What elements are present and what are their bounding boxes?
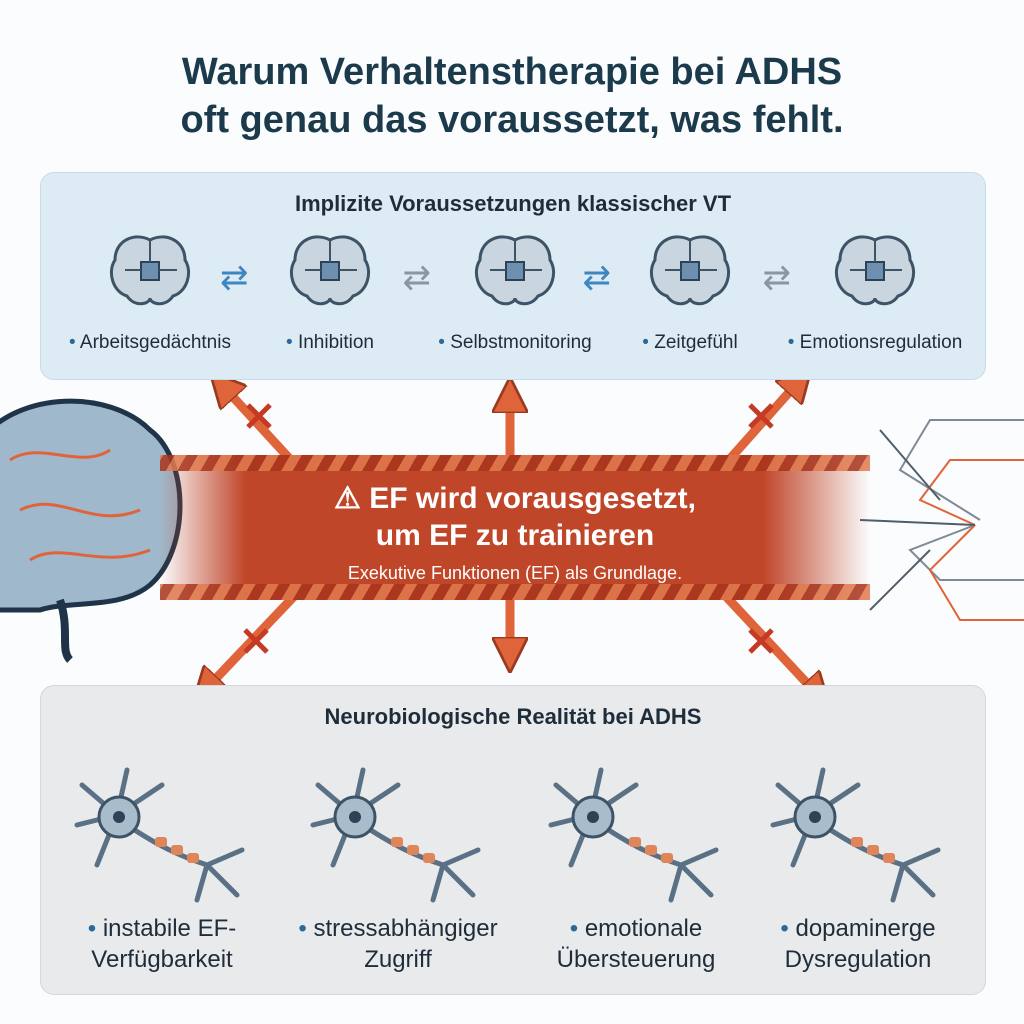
- neuron-icon: [52, 755, 272, 905]
- cross-icon: [246, 403, 272, 429]
- prerequisite-item: • Selbstmonitoring: [415, 232, 615, 354]
- prerequisite-item: • Arbeitsgedächtnis: [50, 232, 250, 354]
- cycle-arrows-icon: ⇄: [582, 259, 612, 297]
- warning-banner: ⚠ EF wird vorausgesetzt, um EF zu traini…: [160, 455, 870, 600]
- prerequisites-panel: Implizite Voraussetzungen klassischer VT: [40, 172, 986, 380]
- brain-illustration: [0, 398, 183, 663]
- prerequisite-item: • Zeitgefühl: [590, 232, 790, 354]
- cycle-arrows-icon: ⇄: [402, 259, 432, 297]
- warning-icon: ⚠: [334, 482, 361, 515]
- cross-icon: [243, 628, 269, 654]
- neuro-item: • instabile EF-Verfügbarkeit: [52, 755, 272, 975]
- brain-clock-icon: [590, 232, 790, 312]
- circuit-illustration: [859, 419, 1024, 621]
- brain-heart-scale-icon: [775, 232, 975, 312]
- prerequisite-item: • Inhibition: [230, 232, 430, 354]
- page-title: Warum Verhaltenstherapie bei ADHS oft ge…: [180, 51, 844, 141]
- panel-title: Implizite Voraussetzungen klassischer VT: [294, 191, 732, 216]
- cycle-arrows-icon: ⇄: [762, 259, 792, 297]
- neurobiology-panel: Neurobiologische Realität bei ADHS: [40, 685, 986, 995]
- neuron-icon: [288, 755, 508, 905]
- cross-icon: [748, 403, 774, 429]
- neuron-icon: [526, 755, 746, 905]
- prerequisite-item: • Emotionsregulation: [775, 232, 975, 354]
- panel-title: Neurobiologische Realität bei ADHS: [324, 704, 702, 729]
- cycle-arrows-icon: ⇄: [220, 259, 249, 297]
- arrow-down-right: [716, 586, 818, 695]
- brain-gears-icon: [50, 232, 250, 312]
- neuron-icon: [748, 755, 968, 905]
- brain-magnifier-icon: [415, 232, 615, 312]
- cross-icon: [748, 628, 774, 654]
- brain-stop-icon: [230, 232, 430, 312]
